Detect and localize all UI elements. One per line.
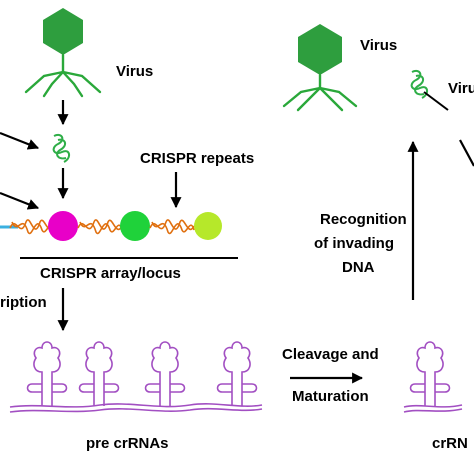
virus-left-icon bbox=[24, 8, 102, 98]
maturation-label: Maturation bbox=[292, 388, 369, 405]
virus-right-label: Virus bbox=[360, 37, 397, 54]
crispr-array-label: CRISPR array/locus bbox=[40, 265, 181, 282]
arrow-right-edge bbox=[459, 139, 474, 167]
recognition-line3: DNA bbox=[342, 259, 375, 276]
pre-crrna-transcript bbox=[9, 341, 263, 413]
spacer-lime bbox=[194, 212, 222, 240]
viral-dna-left-icon bbox=[52, 134, 70, 163]
recognition-line1: Recognition bbox=[320, 211, 407, 228]
spacer-green bbox=[120, 211, 150, 241]
arrow-in-upper bbox=[0, 131, 40, 150]
stem-loop-4 bbox=[216, 341, 258, 406]
repeat-2 bbox=[77, 219, 123, 235]
recognition-line2: of invading bbox=[314, 235, 394, 252]
stem-loop-3 bbox=[144, 341, 186, 406]
virus-left-head bbox=[43, 8, 83, 55]
pre-crrnas-label: pre crRNAs bbox=[86, 435, 169, 452]
arrow-in-lower bbox=[0, 191, 40, 210]
repeat-3 bbox=[149, 219, 195, 235]
viral-dna-right-icon bbox=[410, 70, 428, 99]
virus-right-head bbox=[298, 24, 342, 75]
transcription-label: ription bbox=[0, 294, 47, 311]
stem-loop-1 bbox=[26, 341, 68, 406]
dna-right-tail bbox=[423, 91, 449, 111]
crispr-repeats-label: CRISPR repeats bbox=[140, 150, 254, 167]
cleavage-label: Cleavage and bbox=[282, 346, 379, 363]
crispr-array bbox=[0, 211, 222, 241]
virus-left-label: Virus bbox=[116, 63, 153, 80]
repeat-1 bbox=[9, 219, 55, 235]
stem-loop-2 bbox=[78, 341, 120, 406]
virus-right-icon bbox=[282, 24, 358, 112]
crrna-label: crRN bbox=[432, 435, 468, 452]
crrna-icon bbox=[403, 341, 463, 413]
virus-right-edge-label: Virus bbox=[448, 80, 474, 97]
spacer-magenta bbox=[48, 211, 78, 241]
